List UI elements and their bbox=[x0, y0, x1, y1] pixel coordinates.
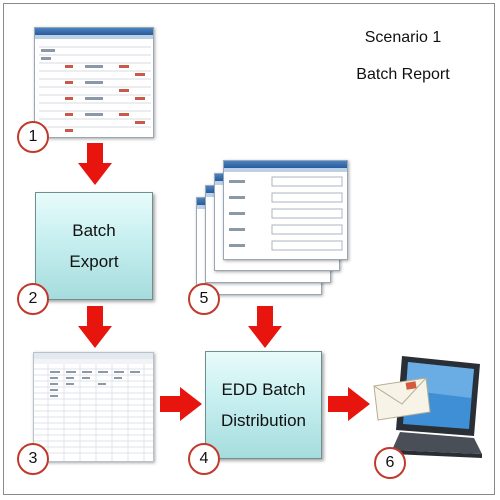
report-screenshot bbox=[34, 27, 154, 138]
arrow-2-to-3 bbox=[78, 306, 112, 348]
spreadsheet-screenshot bbox=[33, 352, 154, 462]
arrow-1-to-2 bbox=[78, 143, 112, 185]
monitor-envelope-icon bbox=[373, 356, 482, 458]
step-3-badge: 3 bbox=[17, 443, 49, 475]
arrow-5-to-4 bbox=[248, 306, 282, 348]
edd-form-fields bbox=[229, 176, 343, 251]
edd-screen-front bbox=[223, 160, 348, 260]
batch-export-label-line2: Export bbox=[69, 252, 119, 271]
step-4-badge: 4 bbox=[188, 443, 220, 475]
step-5-badge: 5 bbox=[188, 283, 220, 315]
batch-export-box: Batch Export bbox=[35, 192, 153, 300]
spreadsheet-grid bbox=[34, 353, 153, 461]
edd-batch-label-line2: Distribution bbox=[220, 411, 307, 430]
arrow-3-to-4 bbox=[160, 387, 202, 421]
edd-batch-distribution-box: EDD Batch Distribution bbox=[205, 351, 322, 459]
report-title: Batch Report bbox=[356, 66, 450, 83]
edd-batch-label-line1: EDD Batch bbox=[221, 379, 306, 399]
step-1-badge: 1 bbox=[17, 121, 49, 153]
scenario-title: Scenario 1 bbox=[364, 29, 442, 46]
report-table-lines bbox=[39, 46, 151, 132]
step-6-badge: 6 bbox=[374, 447, 406, 479]
step-2-badge: 2 bbox=[17, 283, 49, 315]
diagram-frame bbox=[3, 3, 495, 495]
batch-export-label-line1: Batch bbox=[72, 220, 116, 240]
arrow-4-to-6 bbox=[328, 387, 370, 421]
